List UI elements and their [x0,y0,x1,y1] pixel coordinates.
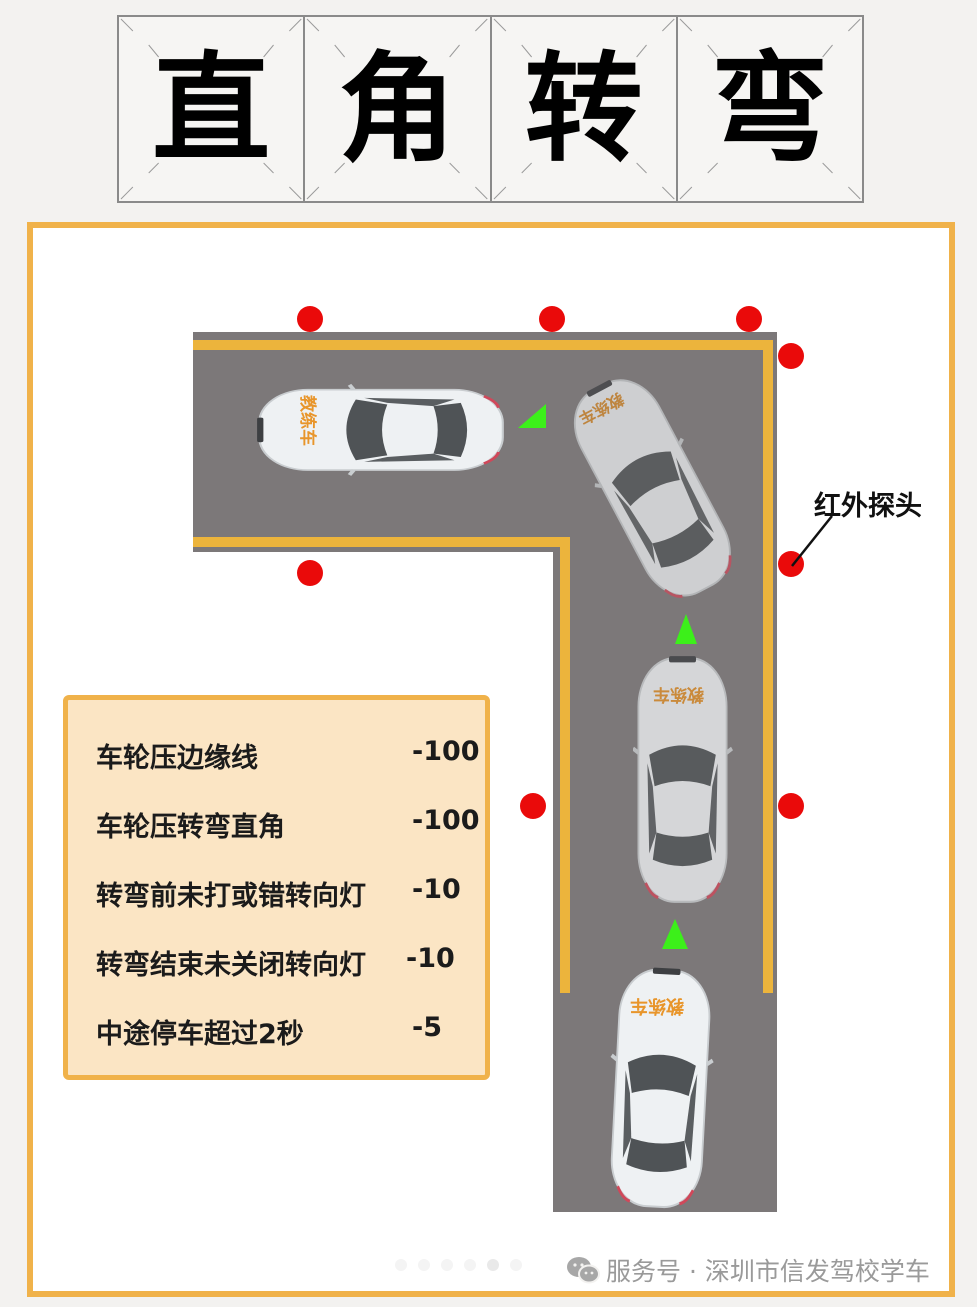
edge-line-inner-top [193,537,570,547]
infrared-probe [778,793,804,819]
grid-guides-decoration [679,18,861,200]
grid-guides-decoration [120,18,302,200]
penalty-row: 中途停车超过2秒 -5 [96,1012,471,1052]
infrared-probe [520,793,546,819]
infrared-probe [539,306,565,332]
page-dot[interactable] [395,1259,407,1271]
car-label: 教练车 [297,395,317,446]
penalty-row: 车轮压转弯直角 -100 [96,805,480,845]
penalty-row: 车轮压边缘线 -100 [96,736,480,776]
title-banner: 直 角 转 弯 [117,15,864,203]
infrared-probe [297,560,323,586]
page-dot[interactable] [441,1259,453,1271]
penalty-table: 车轮压边缘线 -100 车轮压转弯直角 -100 转弯前未打或错转向灯 -10 … [63,695,490,1080]
watermark-text: 服务号 · 深圳市信发驾校学车 [606,1257,930,1286]
car-stage-3: 教练车 [548,360,758,614]
title-cell: 角 [303,15,490,203]
title-char: 转 [524,40,643,178]
penalty-label: 车轮压转弯直角 [96,812,285,843]
infrared-probe [736,306,762,332]
car-stage-1: 教练车 [600,962,720,1218]
page-dot[interactable] [464,1259,476,1271]
title-cell: 直 [117,15,304,203]
penalty-label: 转弯结束未关闭转向灯 [96,950,366,981]
penalty-points: -100 [412,736,480,767]
car-stage-4: 教练车 [250,378,510,478]
title-cell: 弯 [675,15,864,203]
title-cell: 转 [489,15,676,203]
penalty-row: 转弯前未打或错转向灯 -10 [96,874,471,914]
edge-line-inner-left [560,537,570,993]
page-dot-active[interactable] [487,1259,499,1271]
title-char: 弯 [710,40,829,178]
title-char: 直 [152,40,271,178]
grid-guides-decoration [306,18,488,200]
watermark: 服务号 · 深圳市信发驾校学车 [566,1252,930,1288]
penalty-points: -100 [412,805,480,836]
edge-line-outer-right [763,340,773,993]
page-dot[interactable] [510,1259,522,1271]
wechat-icon [567,1257,600,1284]
car-stage-2: 教练车 [633,652,733,908]
pagination-dots[interactable] [395,1259,522,1271]
penalty-points: -10 [406,943,455,974]
title-char: 角 [338,40,457,178]
direction-arrow-icon [675,614,697,644]
direction-arrow-icon [518,404,546,428]
infrared-probe [297,306,323,332]
penalty-label: 转弯前未打或错转向灯 [96,881,366,912]
car-label: 教练车 [630,995,684,1016]
penalty-points: -5 [412,1012,442,1043]
grid-guides-decoration [493,18,675,200]
page-dot[interactable] [418,1259,430,1271]
edge-line-outer-top [193,340,773,350]
penalty-points: -10 [412,874,461,905]
penalty-label: 中途停车超过2秒 [96,1019,304,1050]
penalty-row: 转弯结束未关闭转向灯 -10 [96,943,471,983]
penalty-label: 车轮压边缘线 [96,743,258,774]
direction-arrow-icon [662,919,688,949]
leader-line [791,515,833,567]
car-label: 教练车 [653,684,704,704]
infrared-probe [778,343,804,369]
